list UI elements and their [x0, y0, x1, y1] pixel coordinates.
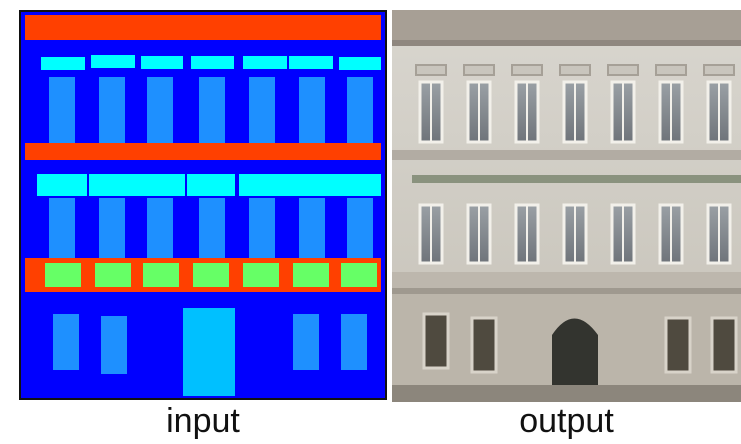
sills-row-1: [41, 55, 381, 70]
input-caption: input: [166, 402, 240, 440]
facade-svg: [392, 10, 741, 402]
output-facade-image: [392, 10, 741, 402]
top-cornice-label: [25, 15, 381, 40]
label-map-svg: [21, 12, 385, 398]
sills-row-2: [37, 174, 381, 196]
second-floor-windows: [412, 175, 741, 265]
output-caption: output: [519, 402, 614, 440]
windows-ground-floor: [53, 314, 367, 374]
arched-door: [552, 318, 598, 402]
balcony-ledge: [392, 272, 741, 288]
input-label-map: [19, 10, 387, 400]
ledge-shadow: [392, 288, 741, 294]
roof-cornice: [392, 10, 741, 40]
ground-floor: [392, 294, 741, 402]
upper-windows: [415, 64, 735, 144]
cornice-shadow: [392, 40, 741, 46]
door-label: [183, 308, 235, 396]
middle-cornice-label: [25, 143, 381, 160]
balcony-blocks: [45, 263, 377, 287]
windows-row-2: [49, 198, 373, 258]
windows-row-1: [49, 77, 373, 143]
middle-cornice: [392, 150, 741, 160]
